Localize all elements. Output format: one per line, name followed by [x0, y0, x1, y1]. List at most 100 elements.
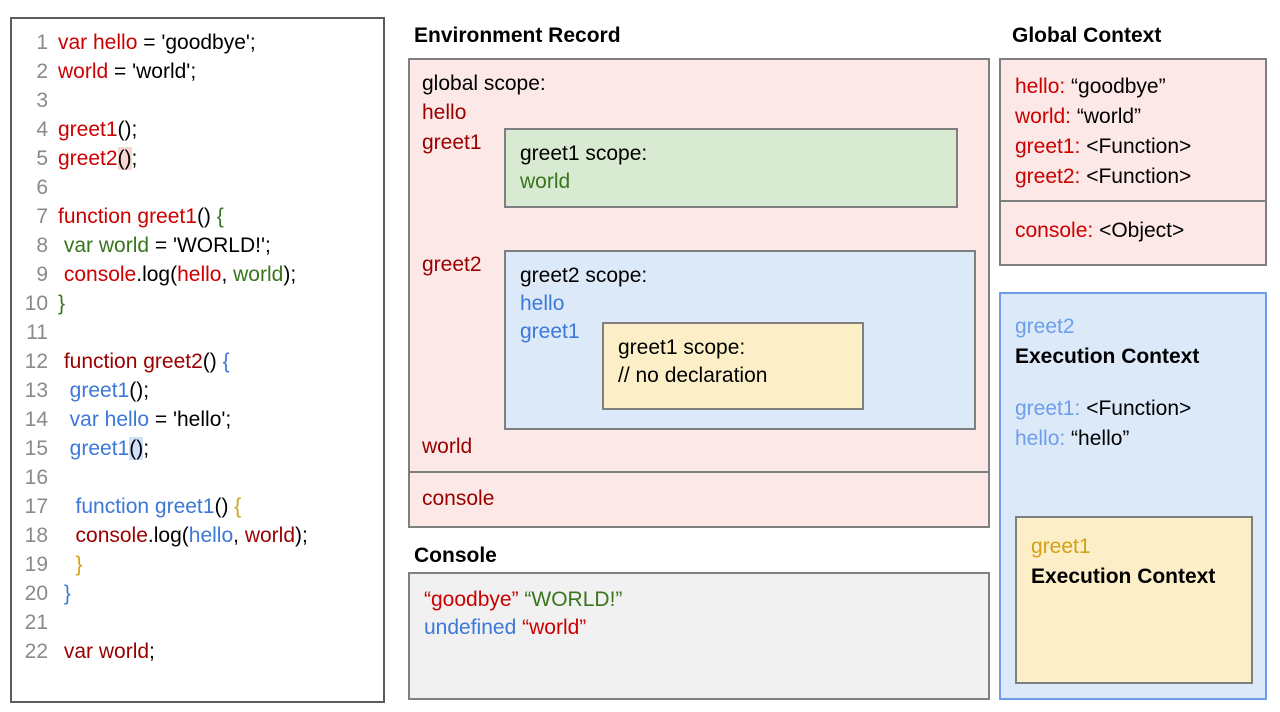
code-line[interactable]: 18 console.log(hello, world);: [20, 524, 375, 553]
code-token: (): [129, 437, 144, 460]
global-context-variables: hello: “goodbye”world: “world”greet1: <F…: [1001, 60, 1265, 202]
greet2-scope-entry-greet1: greet1: [520, 320, 580, 343]
code-token: console: [63, 263, 137, 286]
env-name-hello: hello: [422, 101, 467, 124]
line-number: 2: [36, 60, 48, 83]
code-token: );: [283, 263, 297, 286]
code-token: (): [117, 147, 132, 170]
line-number: 8: [36, 234, 48, 257]
code-token: = 'hello';: [149, 408, 232, 431]
code-token: world: [233, 263, 284, 286]
environment-record-box: global scope: hello greet1 greet2 world …: [408, 58, 990, 528]
line-number: 15: [24, 437, 48, 460]
greet2-scope-entry-hello: hello: [520, 292, 565, 315]
greet2-exec-name: greet2: [1015, 315, 1075, 338]
code-line[interactable]: 21: [20, 611, 375, 640]
code-token: }: [58, 292, 66, 315]
code-line[interactable]: 15 greet1();: [20, 437, 375, 466]
code-text: var world = 'WORLD!';: [58, 234, 271, 258]
code-token: greet2: [58, 147, 118, 170]
code-line[interactable]: 17 function greet1() {: [20, 495, 375, 524]
code-token: {: [222, 350, 230, 373]
code-line[interactable]: 2 world = 'world';: [20, 60, 375, 89]
variable-key: world:: [1015, 105, 1077, 128]
code-line[interactable]: 11: [20, 321, 375, 350]
greet1-scope-entry-world: world: [520, 170, 571, 193]
line-number: 6: [36, 176, 48, 199]
env-name-greet1: greet1: [422, 131, 482, 154]
line-number: 16: [24, 466, 48, 489]
code-token: ;: [149, 640, 155, 663]
code-line[interactable]: 20 }: [20, 582, 375, 611]
code-line[interactable]: 6: [20, 176, 375, 205]
line-number: 3: [36, 89, 48, 112]
code-line[interactable]: 22 var world;: [20, 640, 375, 669]
code-token: [58, 553, 76, 576]
code-token: }: [75, 553, 83, 576]
code-line[interactable]: 13 greet1();: [20, 379, 375, 408]
env-name-console: console: [422, 487, 495, 510]
code-token: greet1: [58, 118, 118, 141]
code-token: [58, 379, 70, 402]
code-text: var world;: [58, 640, 155, 664]
code-token: var world: [63, 234, 150, 257]
variable-key: hello:: [1015, 75, 1072, 98]
code-token: var hello: [58, 31, 138, 54]
greet1-exec-heading: Execution Context: [1031, 565, 1216, 588]
code-token: = 'goodbye';: [137, 31, 256, 54]
code-line[interactable]: 9 console.log(hello, world);: [20, 263, 375, 292]
greet2-exec-variables: greet1: <Function> hello: “hello”: [1015, 394, 1265, 454]
global-context-box: hello: “goodbye”world: “world”greet1: <F…: [999, 58, 1267, 266]
code-line[interactable]: 19 }: [20, 553, 375, 582]
code-token: .log(: [136, 263, 178, 286]
code-token: greet1: [69, 379, 130, 402]
variable-value: “hello”: [1071, 427, 1130, 450]
line-number: 22: [24, 640, 48, 663]
console-line-list: “goodbye” “WORLD!”undefined “world”: [424, 586, 988, 642]
line-number: 10: [24, 292, 48, 315]
greet2-exec-heading: Execution Context: [1015, 345, 1200, 368]
code-text: greet2();: [58, 147, 137, 171]
code-token: function greet2: [63, 350, 203, 373]
line-number: 7: [36, 205, 48, 228]
code-token: {: [216, 205, 224, 228]
variable-key: hello:: [1015, 427, 1072, 450]
code-token: ();: [129, 379, 150, 402]
spacer: [1015, 372, 1265, 394]
line-number: 17: [24, 495, 48, 518]
gc-console-key: console: [1015, 219, 1088, 242]
code-line[interactable]: 10}: [20, 292, 375, 321]
global-context-console-row: console: <Object>: [1001, 202, 1265, 264]
code-token: = 'WORLD!';: [149, 234, 271, 257]
console-token: undefined: [424, 616, 517, 639]
code-text: greet1();: [58, 379, 149, 403]
variable-value: <Function>: [1086, 165, 1192, 188]
console-line: “goodbye” “WORLD!”: [424, 586, 988, 614]
code-line[interactable]: 3: [20, 89, 375, 118]
code-token: ;: [131, 147, 138, 170]
greet1-exec-name: greet1: [1031, 535, 1091, 558]
code-line[interactable]: 14 var hello = 'hello';: [20, 408, 375, 437]
line-number: 4: [36, 118, 48, 141]
code-token: ,: [233, 524, 245, 547]
code-token: ,: [221, 263, 234, 286]
greet2-exec-variable-row: greet1: <Function>: [1015, 394, 1265, 424]
code-text: world = 'world';: [58, 60, 196, 84]
greet1-inner-scope-title: greet1 scope:: [618, 336, 746, 359]
variable-key: greet2:: [1015, 165, 1087, 188]
code-line[interactable]: 16: [20, 466, 375, 495]
code-text: function greet1() {: [58, 495, 242, 519]
greet1-scope-box: greet1 scope: world: [504, 128, 958, 208]
code-token: }: [63, 582, 71, 605]
code-text: var hello = 'goodbye';: [58, 31, 256, 55]
code-token: = 'world';: [108, 60, 197, 83]
code-token: [58, 495, 76, 518]
code-line[interactable]: 8 var world = 'WORLD!';: [20, 234, 375, 263]
code-line[interactable]: 12 function greet2() {: [20, 350, 375, 379]
